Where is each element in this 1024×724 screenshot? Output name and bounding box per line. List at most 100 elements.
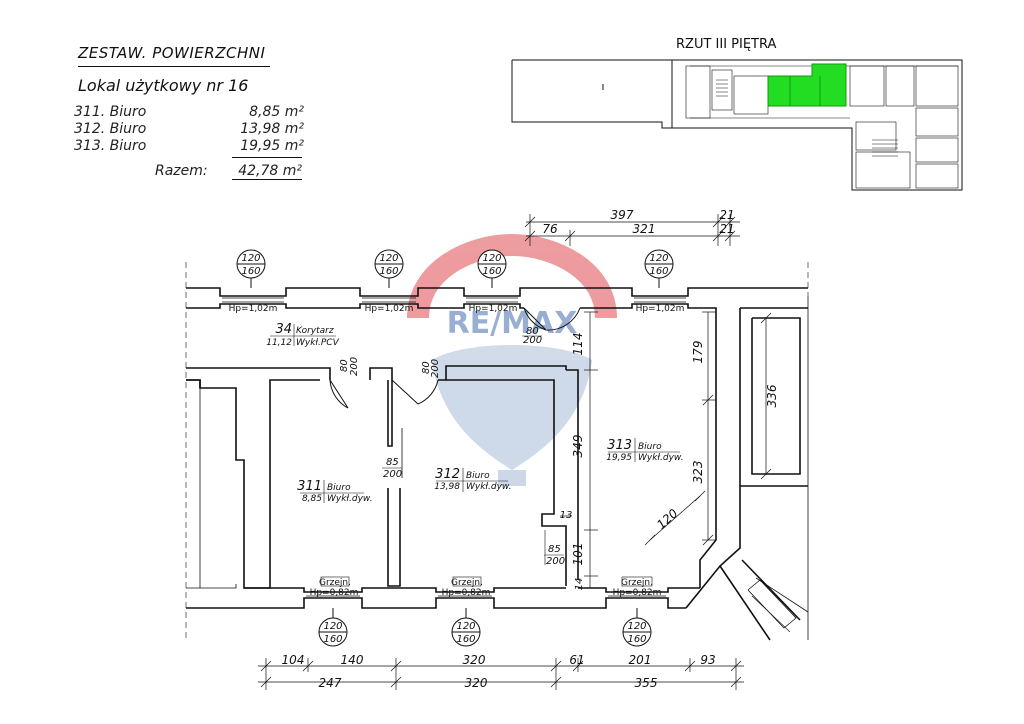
dim-bottom-7: 247: [319, 676, 342, 690]
dim-v-101: 101: [571, 543, 585, 566]
door-swings: [329, 307, 581, 409]
dimension-text: 397 21 76 321 21 104 140 320 61 201 93 2…: [282, 208, 779, 690]
door-height: 200: [546, 556, 565, 567]
dim-diag-120: 120: [654, 506, 681, 532]
room-name: Biuro: [466, 471, 490, 481]
window-width: 120: [379, 253, 398, 264]
room-area: 11,12: [266, 338, 292, 348]
heater-label: Grzejn.: [621, 578, 653, 588]
room-label-34: 34 Korytarz 11,12 Wykł.PCV: [266, 322, 339, 348]
room-number: 34: [275, 322, 292, 337]
window-tag-top-4: 120 160: [644, 249, 674, 288]
window-height: 160: [627, 634, 646, 645]
door-height: 200: [383, 469, 402, 480]
remax-watermark: RE/MAX: [407, 233, 617, 486]
watermark-text: RE/MAX: [447, 306, 578, 341]
sum-rule: [232, 157, 302, 158]
keyplan-highlight-unit16: [767, 63, 847, 107]
area-row-value: 13,98 m²: [240, 121, 304, 137]
dim-top-wall: 21: [719, 208, 734, 222]
room-label-311: 311 Biuro 8,85 Wykł.dyw.: [297, 479, 372, 504]
room-label-313: 313 Biuro 19,95 Wykł.dyw.: [606, 438, 684, 463]
dim-top-total: 397: [611, 208, 634, 222]
window-height: 160: [456, 634, 475, 645]
window-height: 160: [379, 266, 398, 277]
window-height: 160: [482, 266, 501, 277]
window-width: 120: [456, 621, 475, 632]
room-finish: Wykł.PCV: [296, 338, 340, 348]
bottom-sill-labels: Grzejn. Hp=0,82m Grzejn. Hp=0,82m Grzejn…: [310, 576, 661, 598]
sill-height-label: Hp=1,02m: [365, 304, 414, 314]
door-width: 80: [339, 359, 350, 372]
dim-bottom-1: 104: [282, 653, 305, 667]
sill-height-label: Hp=0,82m: [442, 588, 491, 598]
area-row-name: 311. Biuro: [74, 104, 147, 120]
dim-v-13: 13: [560, 510, 573, 521]
window-tag-top-3: 120 160: [477, 249, 507, 288]
room-number: 313: [607, 438, 632, 453]
area-row-311: 311. Biuro 8,85 m²: [74, 104, 304, 122]
door-height: 200: [523, 335, 542, 346]
room-area: 8,85: [302, 494, 322, 504]
room-name: Korytarz: [296, 326, 334, 336]
floor-plan-walls: [186, 287, 809, 641]
area-row-313: 313. Biuro 19,95 m²: [74, 138, 304, 156]
area-row-value: 19,95 m²: [240, 138, 304, 154]
window-tag-bottom-2: 120 160: [451, 608, 481, 647]
door-width: 85: [548, 544, 561, 555]
room-finish: Wykł.dyw.: [327, 494, 373, 504]
drawing-boundary: [185, 262, 809, 640]
door-height: 200: [349, 357, 360, 376]
unit-title: Lokal użytkowy nr 16: [78, 76, 249, 95]
dim-v-14: 14: [574, 578, 585, 591]
window-width: 120: [482, 253, 501, 264]
window-width: 120: [323, 621, 342, 632]
room-area: 13,98: [434, 482, 460, 492]
window-tag-bottom-3: 120 160: [622, 608, 652, 647]
window-height: 160: [241, 266, 260, 277]
summary-title: ZESTAW. POWIERZCHNI: [78, 44, 266, 62]
top-sill-labels: Hp=1,02m Hp=1,02m Hp=1,02m Hp=1,02m: [229, 304, 685, 314]
window-tag-bottom-1: 120 160: [318, 608, 348, 647]
window-width: 120: [627, 621, 646, 632]
dim-bottom-4: 61: [569, 653, 584, 667]
dim-bottom-3: 320: [463, 653, 486, 667]
sill-height-label: Hp=1,02m: [636, 304, 685, 314]
dim-v-179: 179: [691, 341, 705, 364]
window-tag-top-2: 120 160: [374, 249, 404, 288]
room-area: 19,95: [606, 453, 632, 463]
window-width: 120: [241, 253, 260, 264]
dim-v-114: 114: [571, 333, 585, 356]
total-value: 42,78 m²: [232, 163, 302, 180]
room-label-312: 312 Biuro 13,98 Wykł.dyw.: [434, 467, 512, 492]
door-width: 85: [386, 457, 399, 468]
door-width: 80: [526, 326, 539, 337]
room-number: 312: [435, 467, 460, 482]
dimension-lines: [258, 214, 772, 690]
room-number: 311: [297, 479, 322, 494]
room-name: Biuro: [327, 483, 351, 493]
room-finish: Wykł.dyw.: [638, 453, 684, 463]
window-tag-top-1: 120 160: [236, 249, 266, 288]
window-height: 160: [323, 634, 342, 645]
dim-top-a: 76: [542, 222, 558, 236]
area-row-name: 313. Biuro: [74, 138, 147, 154]
dim-bottom-9: 355: [635, 676, 658, 690]
dim-v-349: 349: [571, 435, 585, 458]
keyplan-title: RZUT III PIĘTRA: [676, 37, 777, 52]
dim-top-b: 321: [633, 222, 656, 236]
sill-height-label: Hp=0,82m: [310, 588, 359, 598]
door-labels: 80 200 80 200 80 200 85 200 85 200: [339, 326, 565, 567]
summary-title-underline: [78, 66, 270, 67]
area-row-312: 312. Biuro 13,98 m²: [74, 121, 304, 139]
sill-height-label: Hp=1,02m: [229, 304, 278, 314]
keyplan: [511, 59, 963, 191]
window-height: 160: [649, 266, 668, 277]
total-label: Razem:: [155, 163, 208, 179]
door-width: 80: [421, 361, 432, 374]
room-name: Biuro: [638, 442, 662, 452]
heater-label: Grzejn.: [319, 578, 351, 588]
sill-height-label: Hp=1,02m: [469, 304, 518, 314]
dim-bottom-6: 93: [700, 653, 715, 667]
